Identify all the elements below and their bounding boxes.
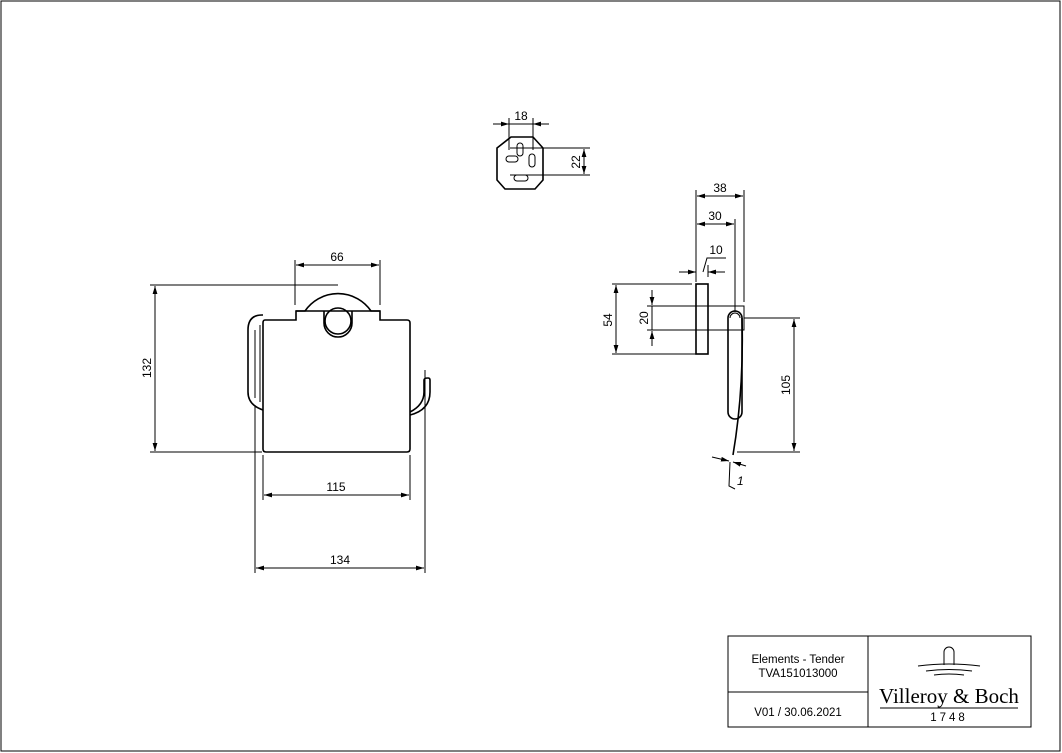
cover-plate <box>262 292 411 453</box>
version-date: V01 / 30.06.2021 <box>754 707 842 719</box>
dim-38: 38 <box>713 181 727 195</box>
dim-54: 54 <box>601 313 615 327</box>
dim-66: 66 <box>330 250 344 264</box>
front-view: 132 66 115 134 <box>140 250 431 573</box>
dim-132: 132 <box>140 358 154 378</box>
knob <box>324 307 352 335</box>
dim-10: 10 <box>709 243 723 257</box>
dim-30: 30 <box>708 209 722 223</box>
brand-year: 1748 <box>930 712 968 724</box>
villeroy-boch-logo: Villeroy & Boch 1748 <box>879 646 1019 724</box>
mounting-plate-view: 18 22 <box>493 109 590 190</box>
side-view: 54 20 10 30 38 105 1 <box>601 181 800 490</box>
dim-105: 105 <box>779 375 793 395</box>
product-name: Elements - Tender <box>751 654 844 666</box>
dim-22: 22 <box>569 155 583 169</box>
article-number: TVA151013000 <box>758 668 837 680</box>
dim-18: 18 <box>514 109 528 123</box>
title-block: Elements - Tender TVA151013000 V01 / 30.… <box>727 635 1032 728</box>
dim-20: 20 <box>637 311 651 325</box>
dim-115: 115 <box>326 480 345 494</box>
hook <box>409 377 431 416</box>
brand-name: Villeroy & Boch <box>879 684 1019 708</box>
dim-134: 134 <box>330 553 350 567</box>
dim-1: 1 <box>737 474 744 488</box>
